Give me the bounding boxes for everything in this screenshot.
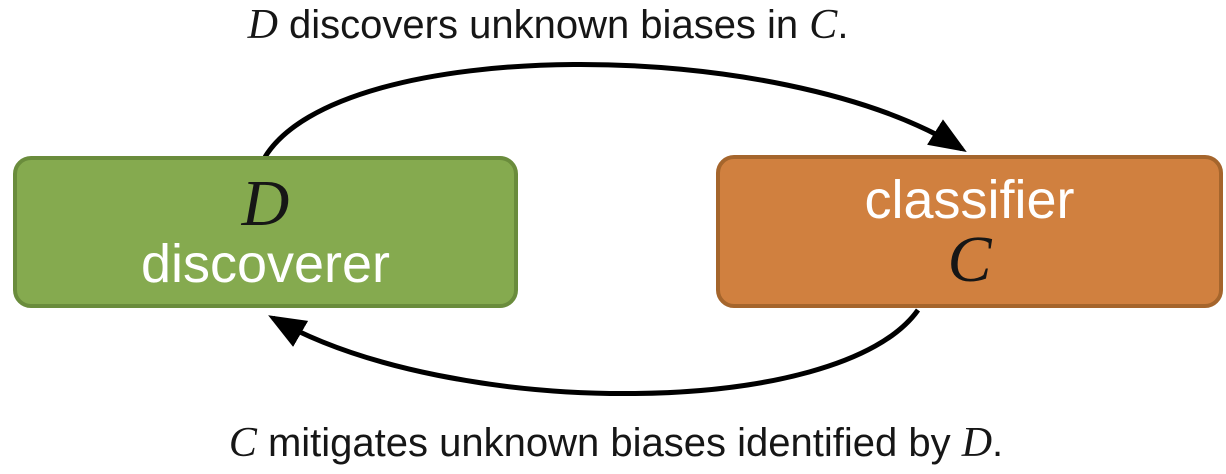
arrow-classifier-to-discoverer: [268, 308, 921, 396]
bottom-caption-period: .: [992, 421, 1004, 465]
top-caption-period: .: [837, 3, 849, 47]
bottom-caption: C mitigates unknown biases identified by…: [8, 419, 1224, 467]
math-symbol-D: D: [961, 420, 993, 466]
top-caption: D discovers unknown biases in C.: [0, 1, 1096, 49]
classifier-label: classifier: [864, 169, 1075, 230]
math-symbol-C: C: [228, 420, 257, 466]
classifier-node: classifier C: [716, 155, 1223, 308]
bottom-caption-text: mitigates unknown biases identified by: [256, 421, 962, 465]
top-caption-text: discovers unknown biases in: [277, 3, 810, 47]
classifier-symbol: C: [947, 222, 992, 296]
discoverer-label: discoverer: [140, 234, 391, 294]
discoverer-symbol: D: [241, 167, 290, 240]
discoverer-node: D discoverer: [13, 156, 518, 308]
math-symbol-D: D: [247, 2, 278, 48]
math-symbol-C: C: [809, 2, 838, 48]
arrow-discoverer-to-classifier: [262, 62, 967, 159]
